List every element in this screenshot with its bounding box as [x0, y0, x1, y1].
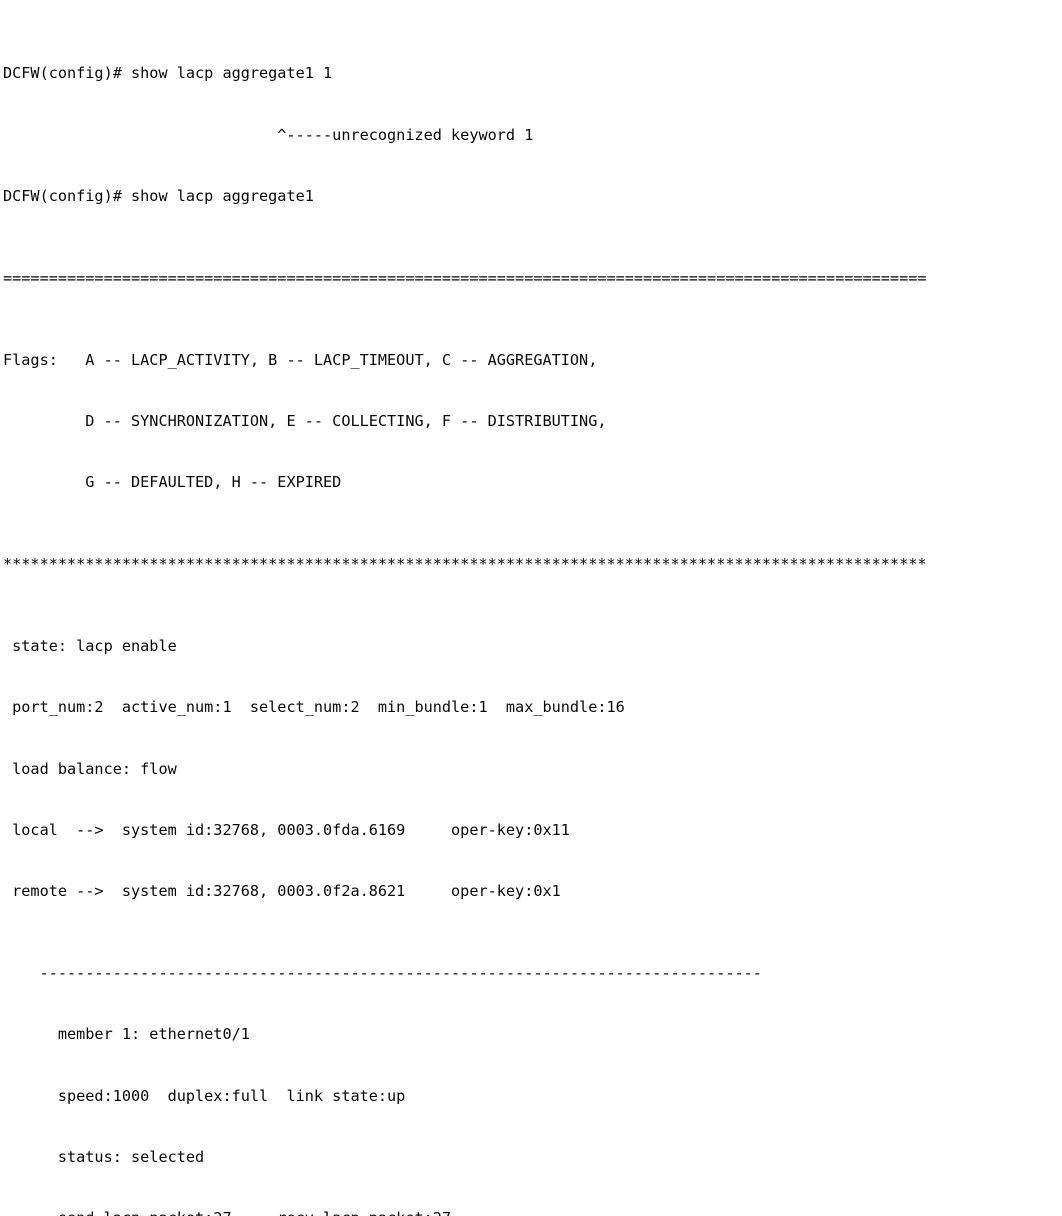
- flags-legend-line-1: Flags: A -- LACP_ACTIVITY, B -- LACP_TIM…: [3, 350, 598, 369]
- aggregate-local-system-line: local --> system id:32768, 0003.0fda.616…: [3, 820, 570, 839]
- command-line-success: DCFW(config)# show lacp aggregate1: [3, 187, 314, 206]
- command-line-failed: DCFW(config)# show lacp aggregate1 1: [3, 64, 333, 83]
- flags-legend-line-2: D -- SYNCHRONIZATION, E -- COLLECTING, F…: [3, 411, 607, 430]
- aggregate-load-balance-line: load balance: flow: [3, 759, 177, 778]
- aggregate-remote-system-line: remote --> system id:32768, 0003.0f2a.86…: [3, 882, 561, 901]
- separator-stars: ****************************************…: [3, 555, 927, 574]
- separator-dashes-member-1-top: ----------------------------------------…: [3, 964, 762, 983]
- separator-equals-top: ========================================…: [3, 268, 927, 287]
- member-1-header-line: member 1: ethernet0/1: [3, 1025, 250, 1044]
- flags-legend-line-3: G -- DEFAULTED, H -- EXPIRED: [3, 473, 342, 492]
- aggregate-state-line: state: lacp enable: [3, 636, 177, 655]
- member-1-status-line: status: selected: [3, 1148, 205, 1167]
- error-marker-line: ^-----unrecognized keyword 1: [3, 125, 534, 144]
- member-1-speed-line: speed:1000 duplex:full link state:up: [3, 1086, 406, 1105]
- member-1-packets-line: send lacp packet:27 recv lacp packet:27: [3, 1208, 1062, 1216]
- aggregate-counters-line: port_num:2 active_num:1 select_num:2 min…: [3, 698, 625, 717]
